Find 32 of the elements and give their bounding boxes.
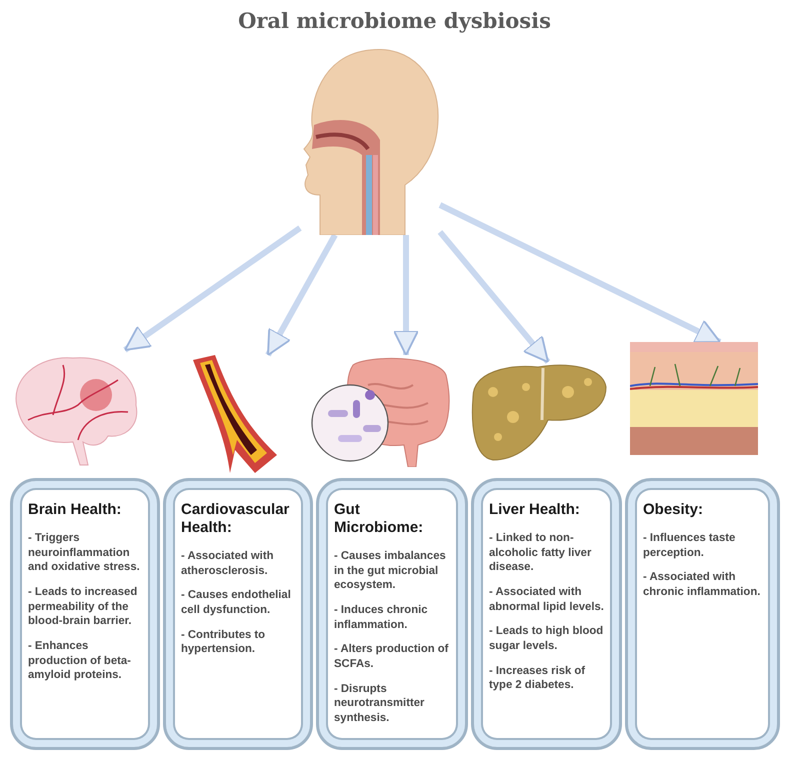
arrow [123, 226, 302, 352]
bullet-text: - Alters production of SCFAs. [334, 642, 450, 672]
bullet-text: - Contributes to hypertension. [181, 628, 266, 658]
arrow [393, 235, 419, 356]
card-heading: Gut Microbiome: [334, 501, 424, 537]
bullet-text: - Leads to increased permeability of the blood-brain barrier. [28, 585, 138, 630]
bullet-text: - Enhances production of beta-amyloid proteins. [28, 639, 132, 684]
diagram-title: Oral microbiome dysbiosis [237, 8, 552, 33]
arrow [438, 230, 550, 364]
arrow [438, 202, 722, 345]
bullet-text: - Influences taste perception. [643, 531, 736, 560]
info-card [471, 478, 622, 750]
bullet-text: - Leads to high blood sugar levels. [489, 624, 604, 654]
card-heading: Obesity: [643, 501, 704, 519]
bullet-text: - Increases risk of type 2 diabetes. [489, 664, 586, 694]
card-heading: Liver Health: [489, 501, 581, 519]
info-card [10, 478, 160, 750]
info-card [625, 478, 780, 750]
card-heading: Cardiovascular Health: [181, 501, 290, 537]
bullet-text: - Associated with chronic inflammation. [643, 570, 762, 600]
bullet-text: - Causes imbalances in the gut microbial ecosystem. [334, 549, 447, 594]
bullet-text: - Associated with abnormal lipid levels. [489, 585, 605, 614]
info-card [163, 478, 313, 750]
bullet-text: - Triggers neuroinflammation and oxidative stress. [28, 531, 141, 576]
arrow [265, 234, 338, 356]
bullet-text: - Induces chronic inflammation. [334, 603, 429, 632]
bullet-text: - Causes endothelial cell dysfunction. [181, 588, 292, 618]
info-card [316, 478, 468, 750]
bullet-text: - Disrupts neurotransmitter synthesis. [334, 682, 426, 726]
bullet-text: - Associated with atherosclerosis. [181, 549, 274, 578]
bullet-text: - Linked to non-alcoholic fatty liver disease. [489, 531, 592, 576]
card-heading: Brain Health: [28, 501, 122, 519]
